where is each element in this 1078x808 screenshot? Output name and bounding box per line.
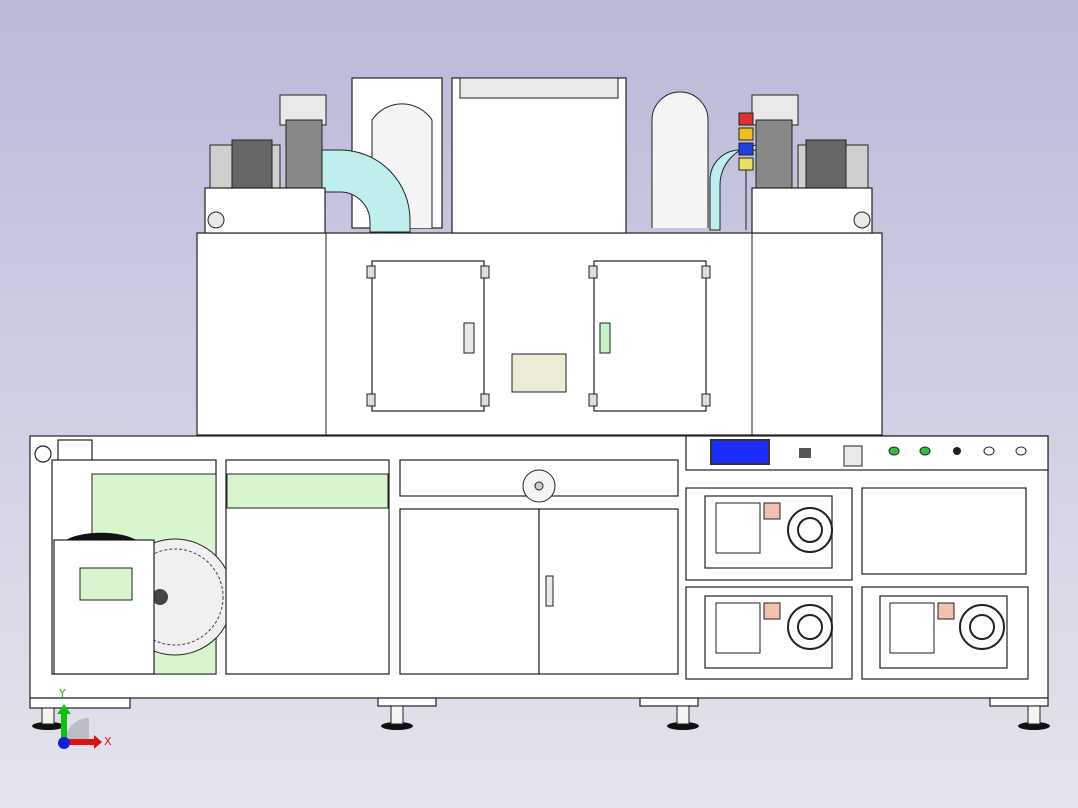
lamp-housing xyxy=(451,77,627,234)
lower-left-door[interactable] xyxy=(399,508,540,675)
door-handle[interactable] xyxy=(545,575,554,607)
door-handle[interactable] xyxy=(463,322,475,354)
start-button-green[interactable] xyxy=(919,446,931,456)
viewing-window xyxy=(511,353,567,393)
door-handle[interactable] xyxy=(599,322,611,354)
indicator-light xyxy=(1015,446,1027,456)
emergency-stop-button[interactable] xyxy=(843,445,863,467)
coordinate-triad: X Y xyxy=(57,687,112,749)
lower-cabinet xyxy=(29,435,1049,699)
fan-grille-icon xyxy=(959,604,1005,650)
handwheel-right[interactable] xyxy=(853,211,871,229)
fan-grille-icon xyxy=(787,507,833,553)
power-supply-units xyxy=(685,487,1029,680)
base-and-feet xyxy=(29,697,1050,730)
lower-right-door[interactable] xyxy=(538,508,679,675)
y-axis-label: Y xyxy=(58,687,66,700)
fan-grille-icon xyxy=(787,604,833,650)
left-duct xyxy=(299,149,411,233)
x-axis-label: X xyxy=(104,735,112,748)
top-equipment xyxy=(204,77,873,234)
stop-button[interactable] xyxy=(953,447,961,455)
right-duct xyxy=(651,91,709,228)
upper-cabinet xyxy=(196,232,883,436)
indicator-light xyxy=(983,446,995,456)
blank-panel xyxy=(861,487,1027,575)
right-access-door[interactable] xyxy=(593,260,707,412)
hmi-display-screen[interactable] xyxy=(710,439,770,465)
tower-light xyxy=(738,112,754,230)
compressor-box xyxy=(53,539,155,675)
start-button-green[interactable] xyxy=(888,446,900,456)
handwheel-left[interactable] xyxy=(207,211,225,229)
selector-switch[interactable] xyxy=(799,448,811,458)
